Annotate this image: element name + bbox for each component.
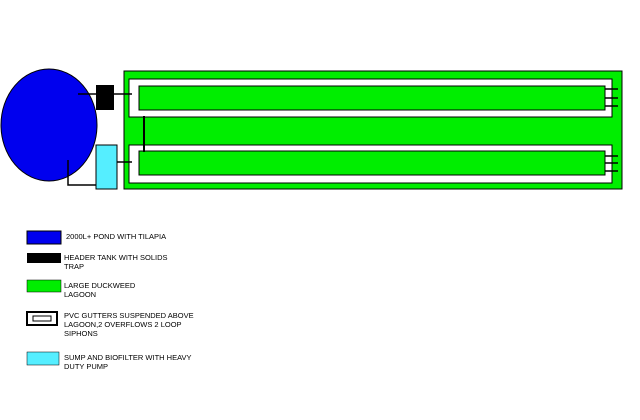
legend-sump-label: SUMP AND BIOFILTER WITH HEAVY DUTY PUMP	[64, 353, 193, 371]
legend-item-pond: 2000L+ POND WITH TILAPIA	[26, 230, 166, 245]
sump-biofilter	[95, 144, 118, 190]
legend-item-gutter: PVC GUTTERS SUSPENDED ABOVE LAGOON,2 OVE…	[26, 311, 196, 338]
legend-item-header-tank: HEADER TANK WITH SOLIDS TRAP	[27, 253, 170, 271]
schematic	[0, 68, 623, 190]
tilapia-pond	[0, 68, 98, 182]
blue-rectangle-swatch-icon	[26, 230, 62, 245]
legend-gutter-label: PVC GUTTERS SUSPENDED ABOVE LAGOON,2 OVE…	[64, 311, 196, 338]
header-tank	[96, 85, 114, 110]
gutter-inner-swatch	[32, 315, 52, 322]
legend: 2000L+ POND WITH TILAPIA HEADER TANK WIT…	[26, 230, 196, 371]
legend-item-sump: SUMP AND BIOFILTER WITH HEAVY DUTY PUMP	[26, 351, 193, 371]
cyan-rectangle-swatch-icon	[26, 351, 60, 366]
green-rectangle-swatch-icon	[26, 279, 62, 293]
siphon-overflows	[605, 88, 618, 172]
lower-pvc-gutter	[128, 144, 613, 184]
pipes	[67, 93, 132, 186]
legend-lagoon-label: LARGE DUCKWEED LAGOON	[64, 281, 137, 299]
legend-header-tank-label: HEADER TANK WITH SOLIDS TRAP	[64, 253, 170, 271]
pond-to-sump-pipe	[67, 160, 96, 186]
black-rectangle-swatch-icon	[27, 253, 61, 263]
upper-pvc-gutter	[128, 78, 613, 118]
lower-gutter-channel	[138, 150, 606, 176]
legend-pond-label: 2000L+ POND WITH TILAPIA	[66, 232, 166, 241]
legend-item-lagoon: LARGE DUCKWEED LAGOON	[26, 279, 137, 299]
upper-gutter-channel	[138, 85, 606, 111]
